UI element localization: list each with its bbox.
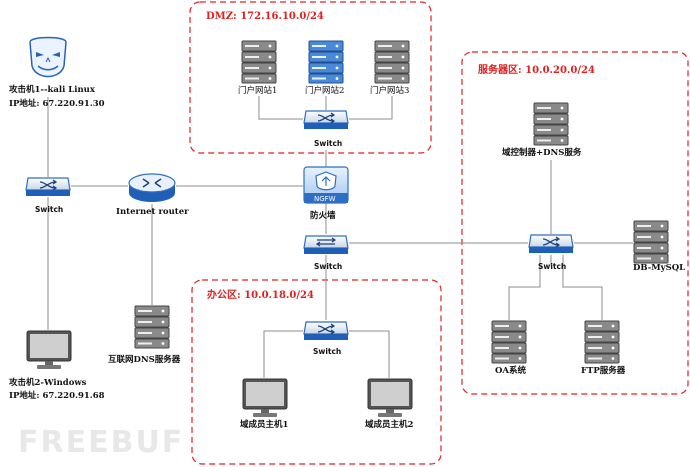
ftp-label: FTP服务器 [581,365,626,376]
core-switch-icon[interactable] [303,235,349,255]
dmz-zone-title: DMZ: 172.16.10.0/24 [206,11,324,22]
left-switch-icon[interactable] [25,177,71,197]
dmz-switch-label: Switch [314,139,342,148]
portal3-label: 门户网站3 [370,85,409,96]
office-zone-title: 办公区: 10.0.18.0/24 [207,288,314,301]
attacker1-ip: IP地址: 67.220.91.30 [9,98,105,109]
dmz-zone [189,1,432,154]
portal1-server-icon[interactable] [241,40,277,84]
office-zone [191,279,442,465]
router-label: Internet router [116,207,189,217]
oa-label: OA系统 [495,365,526,376]
office-switch-label: Switch [313,347,341,356]
server-zone [461,51,689,395]
server-switch-icon[interactable] [528,234,574,254]
office-host2-icon[interactable] [367,378,413,418]
internet-dns-server-icon[interactable] [134,305,170,349]
dmz-switch-icon[interactable] [303,110,349,130]
firewall-node[interactable]: NGFW [303,166,349,204]
portal1-label: 门户网站1 [238,85,277,96]
office-host1-icon[interactable] [242,378,288,418]
oa-server-icon[interactable] [491,320,527,364]
firewall-badge: NGFW [314,195,336,203]
office-host1-label: 域成员主机1 [240,419,289,430]
attacker2-ip: IP地址: 67.220.91.68 [9,390,105,401]
attacker2-name: 攻击机2-Windows [9,377,87,388]
server-switch-label: Switch [538,262,566,271]
links [47,96,633,378]
firewall-label: 防火墙 [310,210,336,221]
office-switch-icon[interactable] [303,321,349,341]
db-mysql-server-icon[interactable] [633,220,669,264]
core-switch-label: Switch [314,262,342,271]
attacker1-name: 攻击机1--kali Linux [9,84,96,95]
internet-dns-label: 互联网DNS服务器 [108,354,181,365]
ftp-server-icon[interactable] [584,320,620,364]
portal2-label: 门户网站2 [305,85,344,96]
watermark-text: FREEBUF [18,425,184,460]
office-host2-label: 域成员主机2 [365,419,414,430]
attacker1-node[interactable] [29,36,67,78]
internet-router-icon[interactable] [128,173,176,202]
db-mysql-label: DB-MySQL [633,263,685,273]
portal2-server-icon[interactable] [308,40,344,84]
left-switch-label: Switch [35,205,63,214]
attacker2-monitor-icon[interactable] [26,330,72,370]
domain-controller-icon[interactable] [533,102,569,146]
server-zone-title: 服务器区: 10.0.20.0/24 [478,63,595,76]
portal3-server-icon[interactable] [374,40,410,84]
domain-controller-label: 域控制器+DNS服务 [502,147,582,158]
